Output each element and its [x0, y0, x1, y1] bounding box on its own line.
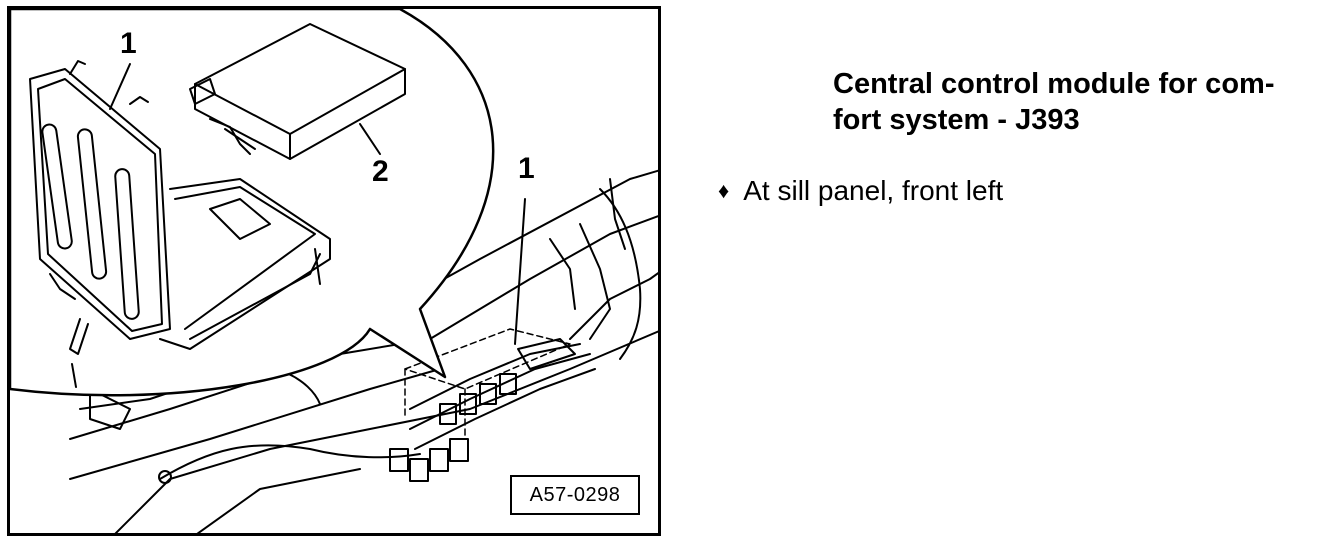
diamond-bullet-icon: ♦	[718, 178, 730, 203]
figure-reference-label: A57-0298	[510, 475, 640, 515]
wiring-harness-drawing	[158, 338, 596, 484]
line-drawing	[10, 9, 658, 533]
bullet-item: ♦ At sill panel, front left	[718, 174, 1003, 208]
technical-illustration: 1 2 1 A57-0298	[7, 6, 661, 536]
bullet-text: At sill panel, front left	[743, 175, 1004, 206]
section-heading: Central control module for com- fort sys…	[833, 66, 1328, 138]
placement-outline	[404, 328, 571, 440]
callout-leaders	[109, 63, 526, 345]
callout-1-bottom: 1	[518, 152, 535, 185]
heading-line-2: fort system - J393	[833, 104, 1080, 136]
bracket-drawing	[29, 60, 331, 388]
control-module-drawing	[189, 23, 406, 160]
callout-1-top: 1	[120, 27, 137, 60]
heading-line-1: Central control module for com-	[833, 68, 1275, 100]
callout-2: 2	[372, 155, 389, 188]
detail-bubble	[10, 9, 495, 397]
